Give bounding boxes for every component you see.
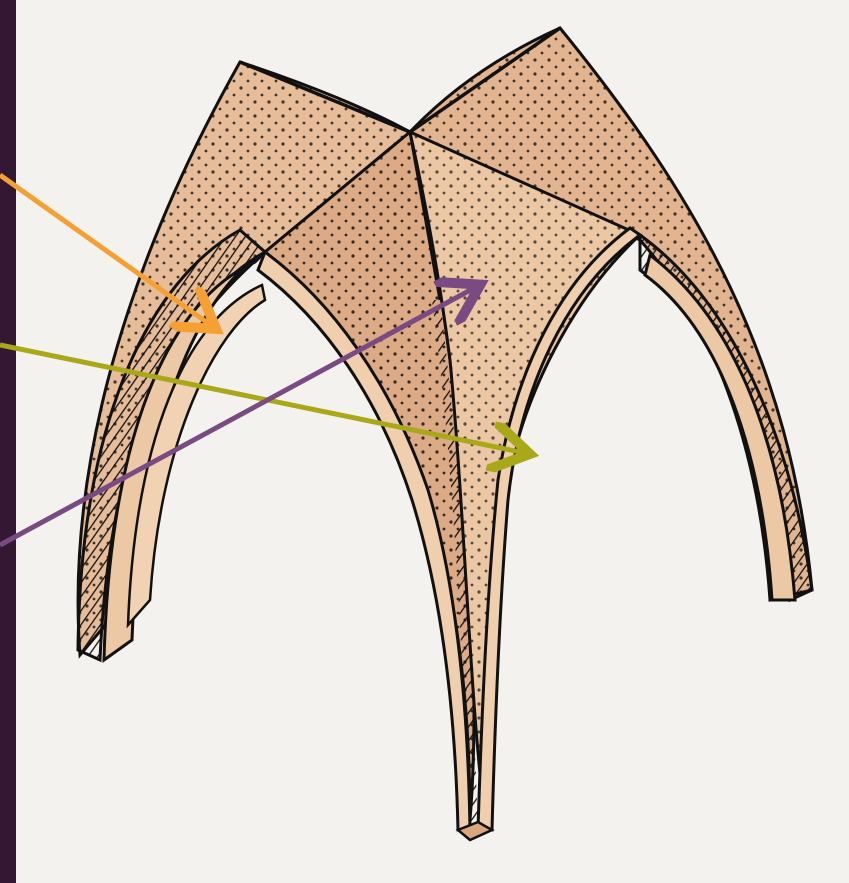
vault-drawing bbox=[0, 0, 849, 883]
slide-frame bbox=[0, 0, 849, 883]
